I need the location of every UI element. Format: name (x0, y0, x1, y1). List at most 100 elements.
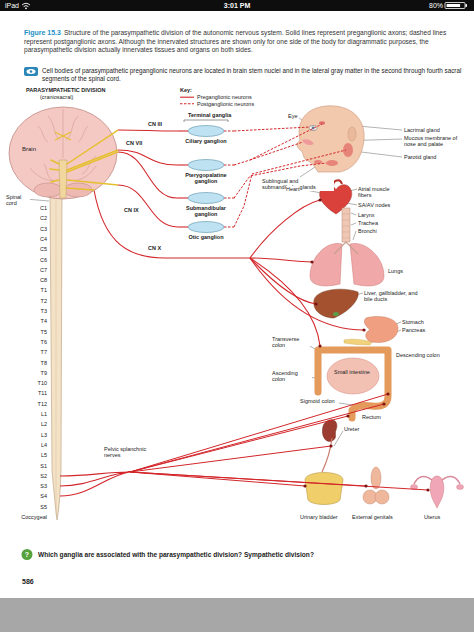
question-icon (22, 549, 33, 560)
spinal-cord-drawing (50, 196, 62, 520)
respiratory-illustration (342, 208, 350, 242)
brain-drawing (67, 150, 118, 170)
organ-label: Sigmoid colon (300, 398, 335, 404)
brain-drawing (51, 160, 59, 164)
organ-label: Lungs (388, 268, 403, 274)
brain-drawing (48, 116, 60, 140)
postganglionic-axon (234, 124, 346, 227)
node-label: Ciliary ganglion (185, 138, 226, 144)
vertebral-level: T8 (41, 360, 47, 366)
vagus-nerve (250, 258, 320, 346)
terminal-ganglion-dot (303, 484, 306, 487)
figure-caption: Structure of the parasympathetic divisio… (24, 29, 446, 53)
respiratory-illustration (334, 242, 358, 254)
ganglion-drawing (178, 221, 234, 234)
vertebral-level: C5 (40, 246, 47, 252)
ganglion-drawing (178, 130, 188, 131)
legend-text: Preganglionic neurons (197, 94, 252, 100)
preganglionic-axon (118, 130, 178, 131)
organ-label: Trachea (358, 220, 378, 226)
vertebral-level: C2 (40, 215, 47, 221)
terminal-ganglion-dot (364, 484, 367, 487)
vertebral-level: L2 (41, 421, 47, 427)
brain-drawing (66, 188, 94, 190)
brain-drawing (78, 126, 88, 142)
vagus-nerve (250, 258, 364, 330)
terminal-ganglion-dot (318, 198, 321, 201)
vertebral-level: Coccygeal (21, 514, 47, 520)
battery-percent: 80% (429, 2, 443, 10)
ganglion-drawing (224, 198, 235, 199)
vertebral-level: C4 (40, 236, 47, 242)
head-illustration (348, 127, 356, 141)
nerve-label: CN X (148, 245, 161, 251)
status-bar (445, 3, 465, 9)
legend-line-sample (180, 97, 194, 104)
organ-label: External genitals (352, 514, 393, 520)
organ-label: Bronchi (358, 228, 377, 234)
vertebral-level: T2 (41, 298, 47, 304)
preganglionic-axon (118, 152, 177, 198)
respiratory-illustration (350, 243, 384, 285)
vagus-nerve (94, 190, 250, 258)
brain-drawing (50, 169, 59, 170)
genital-illustration (375, 490, 389, 504)
urinary-illustration (305, 473, 343, 505)
organ-label: Heart (286, 186, 299, 192)
note-icon (27, 69, 36, 74)
node-label: Brain (22, 146, 36, 153)
brain-drawing (34, 183, 62, 197)
organ-label: Stomach (402, 319, 424, 325)
ganglion-drawing (188, 126, 224, 137)
brain-drawing (63, 109, 64, 158)
preganglionic-axon (118, 185, 178, 227)
note-text: Cell bodies of parasympathetic pregangli… (42, 67, 468, 83)
brain-drawing (9, 107, 117, 199)
ganglion-drawing (188, 222, 224, 233)
vertebral-level: L4 (41, 442, 47, 448)
nerve-label: Pelvic splanchnic nerves (104, 446, 156, 459)
urinary-illustration (305, 420, 343, 505)
terminal-ganglion-dot (310, 260, 313, 263)
postganglionic-axon (234, 124, 322, 165)
status-text: iPad (5, 2, 19, 10)
head-illustration (297, 106, 364, 172)
status-bar (22, 3, 30, 6)
ganglion-drawing (178, 226, 188, 227)
vertebral-level: T10 (38, 380, 47, 386)
organ-label: Small intestine (334, 369, 370, 375)
nerve-label: CN III (148, 121, 162, 127)
urinary-illustration (322, 438, 332, 472)
note-icon (24, 67, 38, 76)
vertebral-level: T11 (38, 390, 47, 396)
question-icon-mark: ? (25, 551, 29, 559)
uterus-illustration (430, 476, 444, 508)
leader-line (351, 213, 356, 240)
vertebral-level: T6 (41, 339, 47, 345)
node-label: Otic ganglion (188, 234, 223, 240)
organ-label: Descending colon (396, 352, 440, 358)
organ-label: Rectum (362, 414, 381, 420)
postganglionic-axon (234, 150, 346, 227)
organ-label: Atrial muscle fibers (358, 186, 404, 199)
vertebral-level: S4 (40, 493, 47, 499)
digestive-illustration (314, 289, 358, 318)
vertebral-level: L5 (41, 452, 47, 458)
pelvic-splanchnic-nerve (60, 394, 428, 496)
ganglia-bracket (184, 120, 228, 122)
organ-label: Eye (288, 113, 297, 119)
vertebral-level: S5 (40, 504, 47, 510)
page-number: 586 (22, 578, 34, 586)
ganglion-drawing (224, 165, 235, 166)
organ-label: Larynx (358, 212, 375, 218)
digestive-illustration (327, 358, 379, 394)
node-label: Pterygopalatine ganglion (178, 172, 234, 185)
legend-line-sample (180, 97, 194, 98)
vertebral-level: C1 (40, 205, 47, 211)
organ-label: Urinary bladder (300, 514, 338, 520)
organ-label: Pancreas (402, 327, 425, 333)
terminal-ganglion-dot (346, 414, 349, 417)
status-bar (0, 0, 474, 11)
genital-illustration (363, 467, 389, 504)
ganglion-drawing (224, 131, 234, 132)
